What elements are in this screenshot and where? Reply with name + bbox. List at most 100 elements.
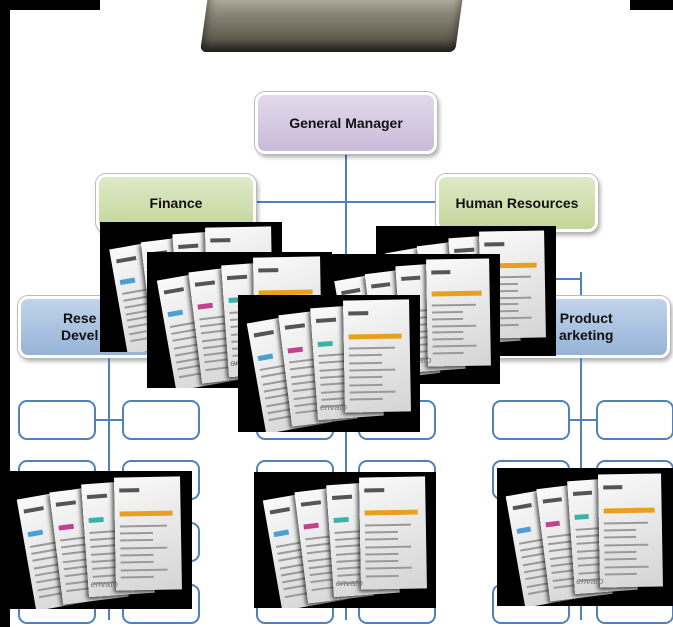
connector-gm-down xyxy=(345,150,347,280)
invoice-header xyxy=(226,274,248,281)
invoice-header xyxy=(401,275,421,281)
invoice-line xyxy=(365,574,399,578)
node-human-resources: Human Resources xyxy=(436,174,598,232)
invoice-header xyxy=(87,494,108,500)
invoice-header xyxy=(254,330,275,338)
invoice-accent xyxy=(516,526,531,534)
invoice-sheet xyxy=(113,475,182,591)
invoice-header xyxy=(116,255,137,263)
top-banner-right xyxy=(630,0,673,10)
invoice-header xyxy=(453,247,474,254)
invoice-accent xyxy=(431,290,482,297)
watermark: envato xyxy=(335,578,363,589)
invoice-line xyxy=(365,560,399,563)
invoice-header xyxy=(316,317,337,324)
node-label: Human Resources xyxy=(455,194,579,211)
invoice-header xyxy=(572,490,593,497)
invoice-header xyxy=(163,286,184,295)
connector-staff xyxy=(255,201,440,203)
invoice-header xyxy=(195,280,216,288)
invoice-line xyxy=(364,538,398,542)
invoice-header xyxy=(178,243,199,250)
invoice-line xyxy=(604,542,649,546)
invoice-thumbnail: envato xyxy=(238,295,420,432)
node-label: Rese xyxy=(62,310,97,326)
invoice-line xyxy=(432,331,464,335)
invoice-header xyxy=(119,487,140,493)
invoice-header xyxy=(55,500,77,507)
invoice-line xyxy=(349,391,396,394)
invoice-accent xyxy=(334,517,349,524)
invoice-line xyxy=(365,545,411,549)
invoice-line xyxy=(120,575,154,578)
watermark: envato xyxy=(319,401,347,412)
connector-right-down xyxy=(580,272,582,298)
invoice-accent xyxy=(58,523,74,531)
invoice-accent xyxy=(273,529,290,538)
invoice-line xyxy=(349,384,383,387)
invoice-line xyxy=(604,564,650,568)
invoice-header xyxy=(348,311,368,317)
watermark: envato xyxy=(90,578,118,589)
invoice-line xyxy=(349,376,382,380)
node-label: Devel xyxy=(61,327,99,343)
invoice-thumbnail: envato xyxy=(497,468,673,606)
invoice-line xyxy=(604,550,637,553)
invoice-line xyxy=(120,553,154,556)
invoice-header xyxy=(24,506,45,514)
invoice-line xyxy=(364,523,411,527)
invoice-line xyxy=(365,553,398,556)
invoice-header xyxy=(332,494,353,501)
node-label: Product xyxy=(559,310,613,326)
invoice-line xyxy=(348,354,382,358)
invoice-thumbnail: envato xyxy=(8,471,192,609)
invoice-accent xyxy=(257,353,273,361)
invoice-line xyxy=(348,362,382,365)
invoice-accent xyxy=(318,340,333,347)
invoice-line xyxy=(432,317,464,321)
invoice-line xyxy=(604,535,636,539)
invoice-header xyxy=(484,241,505,247)
invoice-line xyxy=(349,398,383,402)
invoice-header xyxy=(431,269,451,275)
invoice-sheet xyxy=(358,476,427,590)
node-label: arketing xyxy=(559,327,614,343)
money-stack-image xyxy=(200,0,465,52)
org-box xyxy=(596,400,673,440)
invoice-accent xyxy=(120,277,136,285)
invoice-header xyxy=(270,506,291,515)
invoice-header xyxy=(258,268,279,274)
invoice-accent xyxy=(28,529,44,538)
invoice-header xyxy=(341,287,361,295)
invoice-header xyxy=(603,484,623,490)
invoice-line xyxy=(604,528,636,531)
invoice-sheet xyxy=(425,258,491,367)
invoice-line xyxy=(364,531,398,534)
invoice-line xyxy=(120,567,168,571)
invoice-line xyxy=(120,560,154,564)
invoice-line xyxy=(432,338,464,342)
org-box xyxy=(492,400,570,440)
invoice-sheet xyxy=(598,472,664,588)
invoice-header xyxy=(512,503,532,511)
connector xyxy=(570,419,596,421)
node-label: General Manager xyxy=(289,114,403,131)
invoice-line xyxy=(120,538,154,542)
invoice-accent xyxy=(197,303,214,311)
invoice-header xyxy=(210,237,230,243)
invoice-accent xyxy=(574,513,589,520)
invoice-line xyxy=(431,303,476,307)
invoice-header xyxy=(301,500,322,508)
invoice-header xyxy=(364,488,384,494)
node-general-manager: General Manager xyxy=(255,92,437,154)
invoice-accent xyxy=(364,510,417,517)
top-banner-left xyxy=(0,0,100,10)
invoice-line xyxy=(432,324,476,328)
invoice-line xyxy=(120,545,167,549)
invoice-line xyxy=(349,369,395,373)
invoice-accent xyxy=(603,507,655,513)
org-box xyxy=(122,400,200,440)
invoice-line xyxy=(365,567,412,571)
invoice-sheet xyxy=(342,299,411,414)
invoice-line xyxy=(432,352,464,355)
